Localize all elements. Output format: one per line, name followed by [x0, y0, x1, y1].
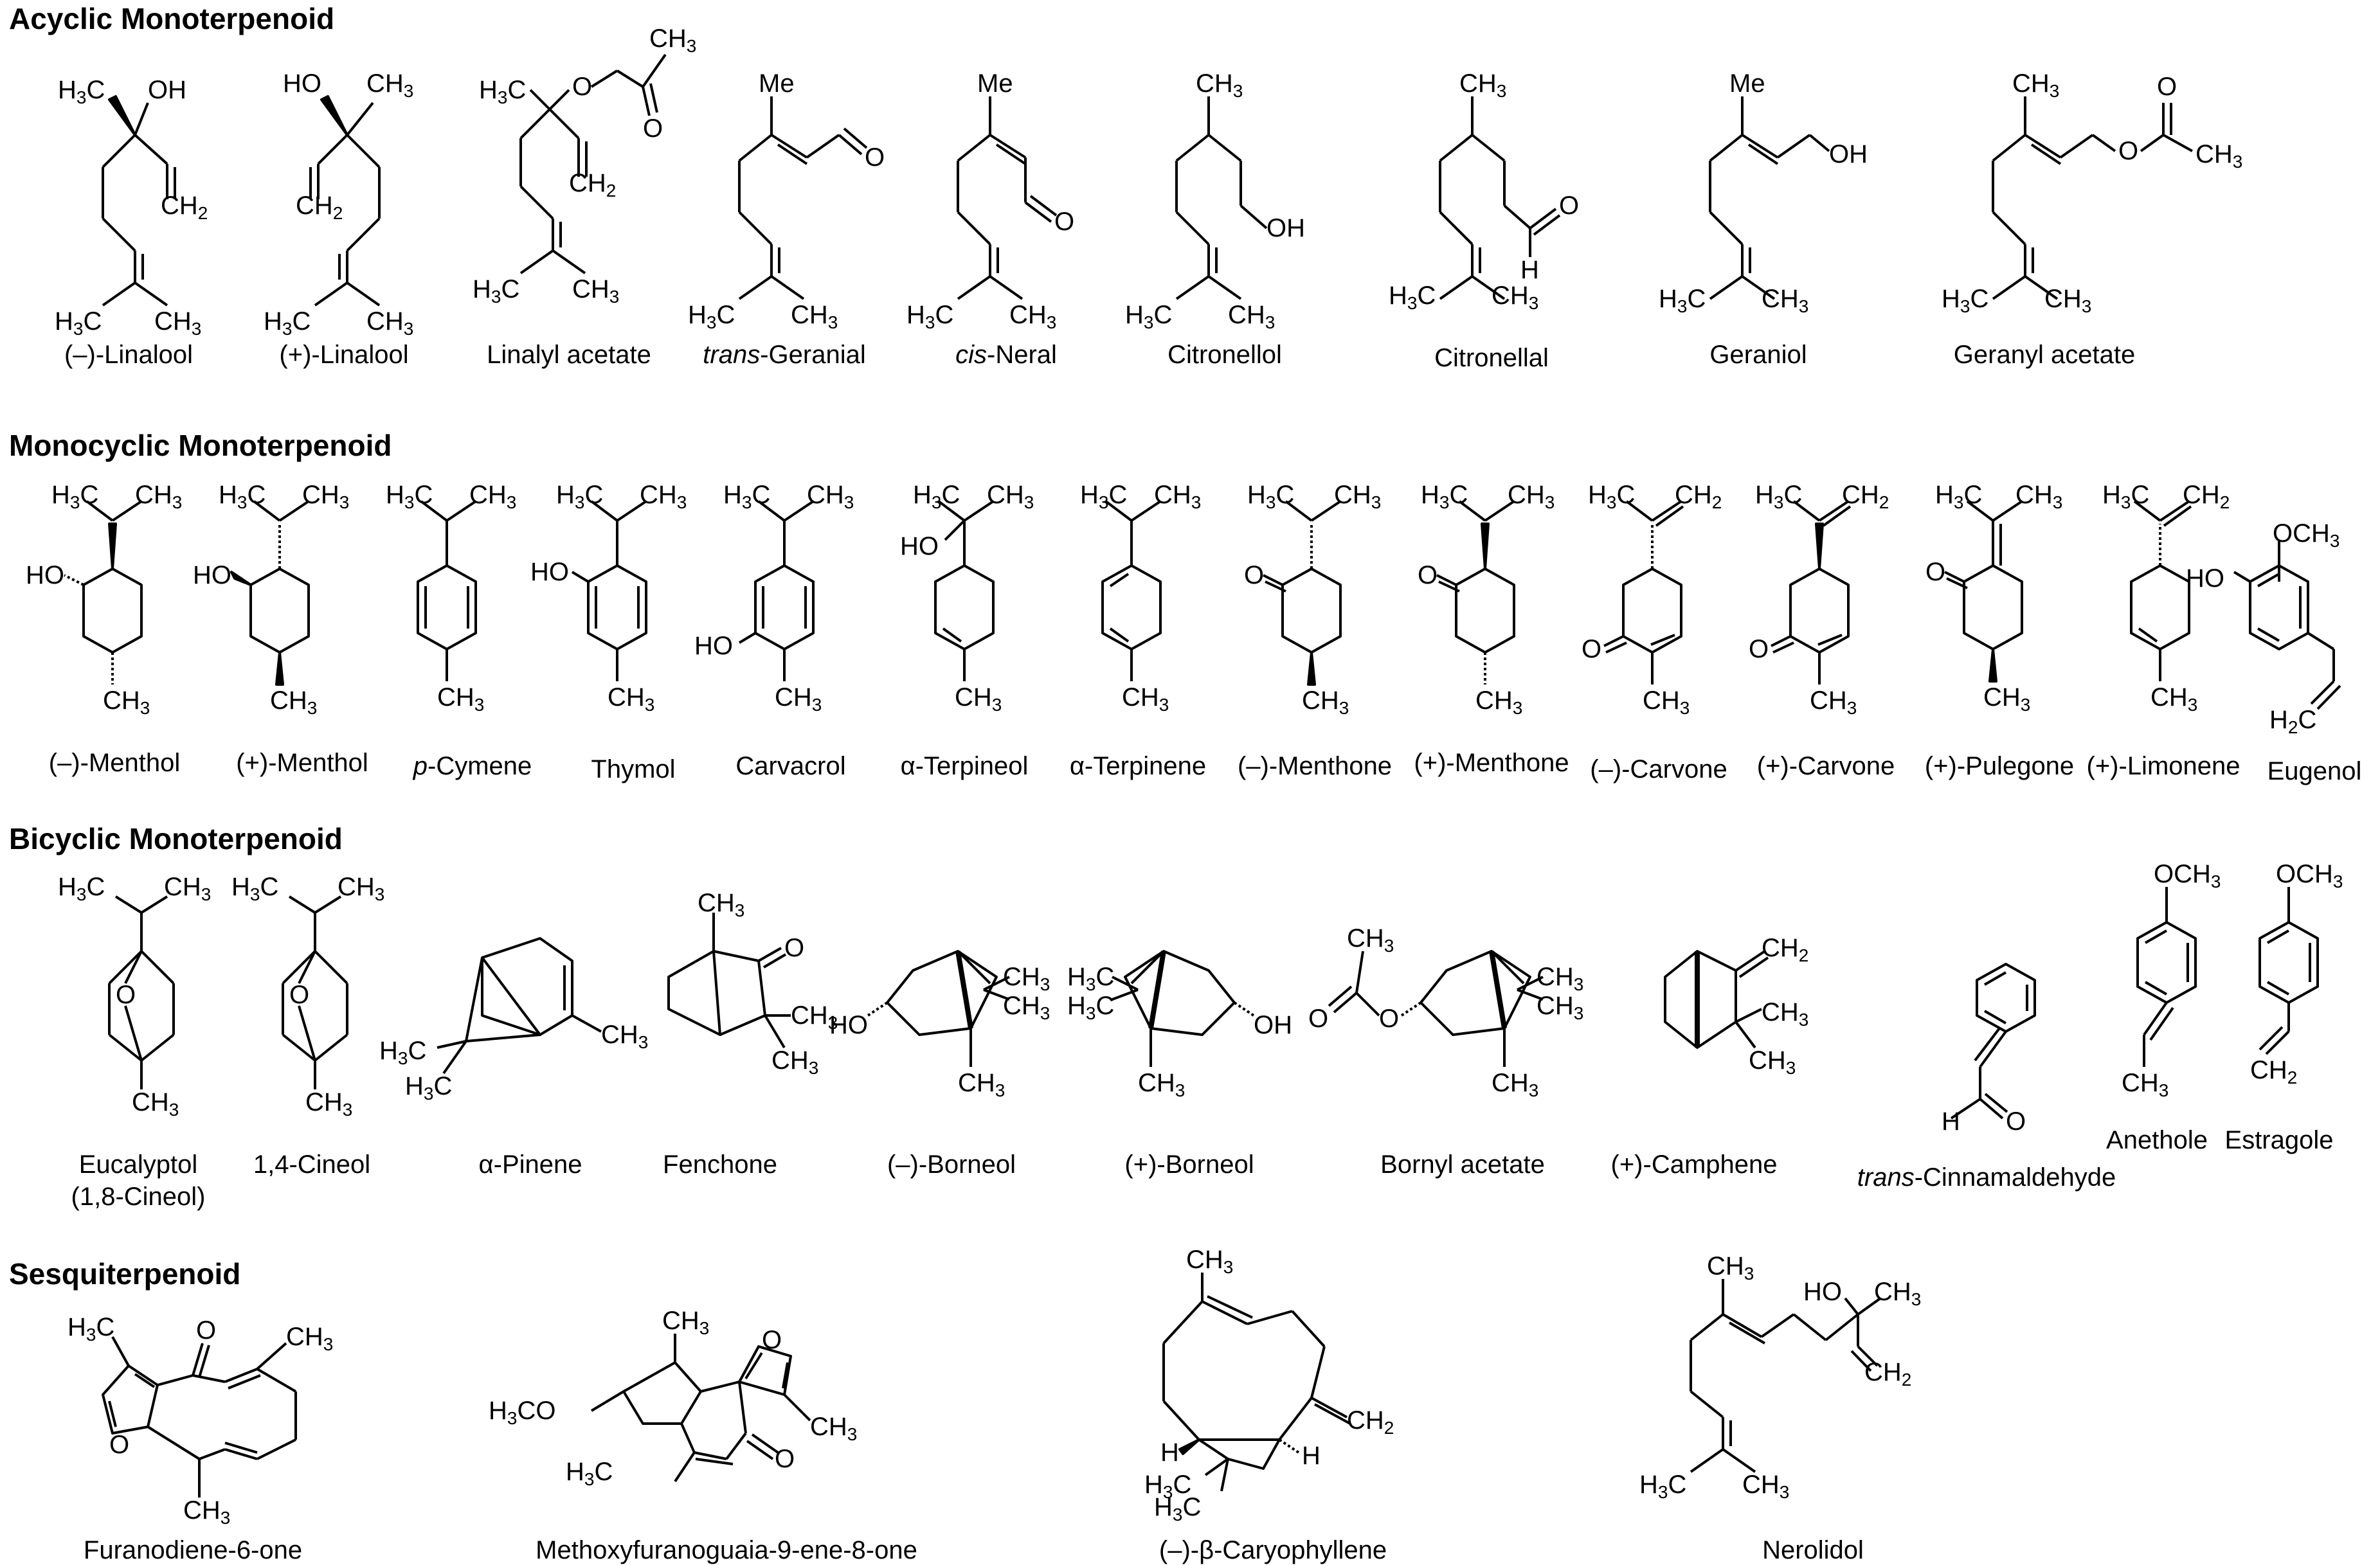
label-menthol-plus: (+)-Menthol [236, 749, 368, 777]
label-citronellol: Citronellol [1167, 341, 1282, 369]
label-menthone-plus: (+)-Menthone [1414, 749, 1569, 777]
label-menthol-minus: (–)-Menthol [48, 749, 181, 777]
label-furanodiene: Furanodiene-6-one [83, 1536, 303, 1564]
label-alpha-terpineol: α-Terpineol [900, 752, 1029, 780]
section-title-sesquiterpenoid: Sesquiterpenoid [9, 1257, 241, 1291]
label-carvone-minus: (–)-Carvone [1590, 755, 1727, 783]
label-limonene: (+)-Limonene [2086, 752, 2240, 780]
label-cinnamaldehyde: trans-Cinnamaldehyde [1857, 1163, 2116, 1192]
section-title-acyclic: Acyclic Monoterpenoid [9, 2, 335, 35]
label-alpha-terpinene: α-Terpinene [1069, 752, 1207, 780]
label-linalool-minus: (–)-Linalool [64, 341, 194, 369]
label-menthone-minus: (–)-Menthone [1237, 752, 1393, 780]
label-anethole: Anethole [2106, 1126, 2208, 1154]
label-eucalyptol-alt: (1,8-Cineol) [71, 1183, 206, 1211]
label-1-4-cineol: 1,4-Cineol [253, 1150, 371, 1179]
label-estragole: Estragole [2224, 1126, 2334, 1154]
label-neral: cis-Neral [955, 341, 1057, 369]
label-methoxyfuranoguaia: Methoxyfuranoguaia-9-ene-8-one [536, 1536, 917, 1564]
label-nerolidol: Nerolidol [1762, 1536, 1864, 1564]
label-geranial: trans-Geranial [703, 341, 866, 369]
label-pulegone: (+)-Pulegone [1924, 752, 2075, 780]
label-citronellal: Citronellal [1434, 344, 1549, 372]
label-borneol-plus: (+)-Borneol [1124, 1150, 1254, 1179]
label-fenchone: Fenchone [663, 1150, 777, 1179]
label-caryophyllene: (–)-β-Caryophyllene [1158, 1536, 1387, 1564]
section-title-monocyclic: Monocyclic Monoterpenoid [9, 429, 392, 462]
label-thymol: Thymol [591, 755, 676, 783]
label-p-cymene: p-Cymene [413, 752, 532, 780]
label-linalyl-acetate: Linalyl acetate [487, 341, 651, 369]
label-borneol-minus: (–)-Borneol [887, 1150, 1016, 1179]
label-carvone-plus: (+)-Carvone [1756, 752, 1895, 780]
section-title-bicyclic: Bicyclic Monoterpenoid [9, 822, 343, 855]
label-eugenol: Eugenol [2267, 757, 2362, 785]
label-linalool-plus: (+)-Linalool [279, 341, 409, 369]
label-eucalyptol: Eucalyptol [78, 1150, 198, 1179]
label-geraniol: Geraniol [1709, 341, 1807, 369]
label-carvacrol: Carvacrol [735, 752, 846, 780]
label-bornyl-acetate: Bornyl acetate [1380, 1150, 1545, 1179]
label-geranyl-acetate: Geranyl acetate [1953, 341, 2136, 369]
label-alpha-pinene: α-Pinene [478, 1150, 582, 1179]
label-camphene: (+)-Camphene [1610, 1150, 1778, 1179]
